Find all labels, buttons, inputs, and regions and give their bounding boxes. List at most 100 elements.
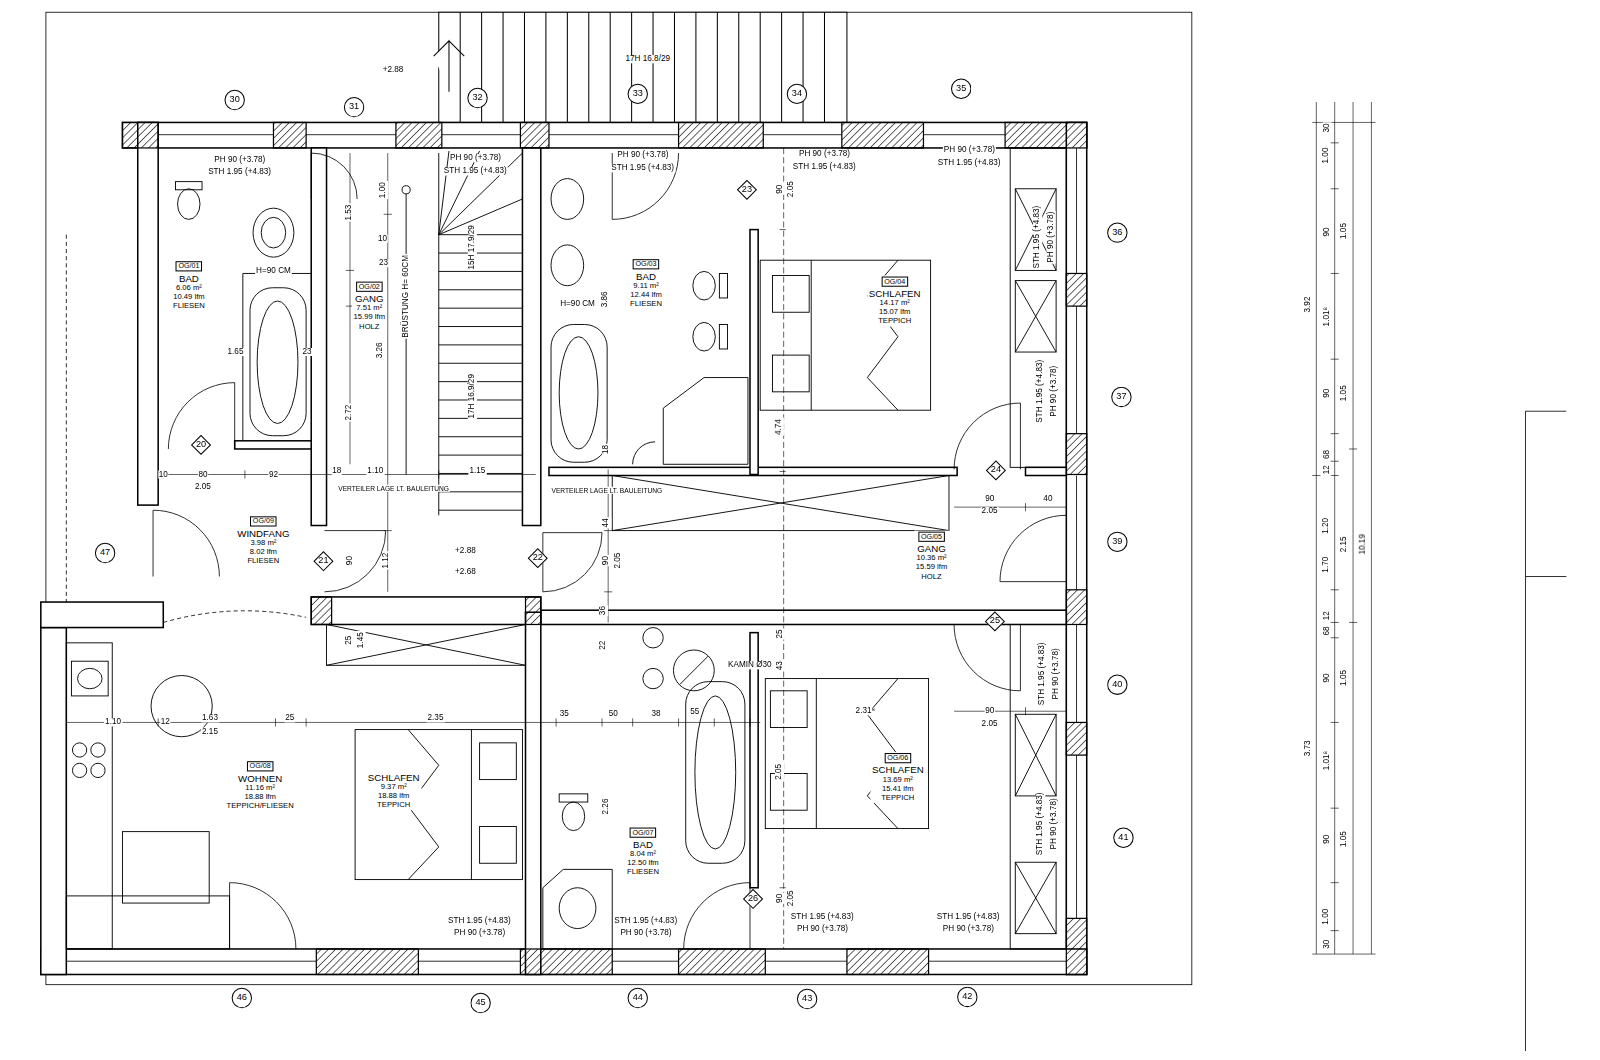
room-data: TEPPICH: [368, 801, 420, 810]
room-data: 11.16 m²: [227, 784, 294, 793]
room-label: OG/07BAD8.04 m²12.50 lfmFLIESEN: [625, 826, 661, 878]
room-code: OG/03: [632, 259, 659, 269]
dimension-label: H=90 CM: [255, 267, 292, 276]
dimension-label: 90: [984, 707, 995, 716]
dimension-label: 90: [1322, 387, 1331, 398]
dimension-label: H=90 CM: [559, 299, 596, 308]
room-data: TEPPICH: [869, 317, 921, 326]
door-number: 21: [313, 551, 333, 571]
dimension-label: 3.26: [376, 341, 385, 359]
room-data: 10.49 lfm: [173, 293, 205, 302]
room-data: 15.41 lfm: [872, 785, 924, 794]
room-data: FLIESEN: [237, 557, 289, 566]
room-label: OG/02GANG7.51 m²15.99 lfmHOLZ: [352, 280, 388, 332]
dimension-label: +2.88: [382, 66, 405, 75]
room-data: 12.50 lfm: [627, 859, 659, 868]
room-name: GANG: [916, 543, 947, 554]
dimension-label: STH 1.95 (+4.83): [936, 913, 1001, 922]
dimension-label: 1.10: [104, 718, 122, 727]
room-data: 10.36 m²: [916, 555, 947, 564]
room-data: 6.06 m²: [173, 284, 205, 293]
dimension-label: PH 90 (+3.78): [1052, 647, 1061, 700]
dimension-label: 3.86: [600, 290, 609, 308]
dimension-label: PH 90 (+3.78): [798, 149, 851, 158]
room-label: OG/04SCHLAFEN14.17 m²15.07 lfmTEPPICH: [867, 275, 923, 327]
dimension-label: 25: [775, 628, 784, 639]
dimension-label: 10.19: [1359, 533, 1368, 555]
dimension-label: PH 90 (+3.78): [449, 154, 502, 163]
dimension-label: 1.53: [345, 203, 354, 221]
dimension-label: PH 90 (+3.78): [796, 924, 849, 933]
room-data: HOLZ: [354, 322, 385, 331]
windows: [66, 135, 1076, 962]
stairs: [402, 151, 522, 515]
note-label: VERTEILER LAGE LT. BAULEITUNG: [337, 484, 450, 491]
dimension-label: 1.01⁸: [1322, 749, 1331, 770]
dimension-label: 1.63: [201, 714, 219, 723]
room-code: OG/08: [247, 761, 274, 771]
door-number: 20: [191, 435, 211, 455]
dimension-label: 23: [302, 347, 313, 356]
callout-number: 39: [1107, 532, 1127, 552]
room-name: SCHLAFEN: [368, 772, 420, 783]
dimension-label: 80: [197, 470, 208, 479]
walls: [41, 122, 1087, 974]
dimension-label: 1.05: [1340, 222, 1349, 240]
dimension-label: 50: [608, 710, 619, 719]
dimension-label: 3.92: [1303, 295, 1312, 313]
dimension-label: 22: [599, 639, 608, 650]
room-code: OG/02: [356, 281, 383, 291]
callout-number: 36: [1107, 222, 1127, 242]
dimension-label: +2.88: [454, 546, 477, 555]
room-data: 9.11 m²: [630, 282, 662, 291]
room-data: 7.51 m²: [354, 305, 385, 314]
doors: [153, 153, 1066, 949]
dimension-label: PH 90 (+3.78): [1047, 210, 1056, 263]
room-data: 18.88 lfm: [227, 793, 294, 802]
dimension-label: 4.74: [775, 417, 784, 435]
dimension-label: 90: [602, 555, 611, 566]
door-number: 22: [528, 548, 548, 568]
door-number: 23: [737, 180, 757, 200]
callout-number: 37: [1111, 387, 1131, 407]
room-data: HOLZ: [916, 572, 947, 581]
dimension-label: 1.00: [1322, 907, 1331, 925]
room-data: 18.88 lfm: [368, 792, 420, 801]
dimension-lines: [66, 102, 1375, 954]
dimension-label: 2.05: [775, 762, 784, 780]
dimension-label: 2.05: [787, 180, 796, 198]
dimension-label: 2.05: [981, 719, 999, 728]
room-data: FLIESEN: [173, 302, 205, 311]
dimension-label: 40: [1042, 494, 1053, 503]
dimension-label: 2.31⁸: [855, 707, 876, 716]
room-data: FLIESEN: [630, 300, 662, 309]
dimension-label: PH 90 (+3.78): [616, 151, 669, 160]
room-label: SCHLAFEN9.37 m²18.88 lfmTEPPICH: [366, 771, 422, 811]
dimension-label: 35: [559, 710, 570, 719]
dimension-label: 15H 17.9/29: [468, 224, 477, 271]
room-name: GANG: [354, 293, 385, 304]
room-label: OG/03BAD9.11 m²12.44 lfmFLIESEN: [628, 258, 664, 310]
dimension-label: 38: [651, 710, 662, 719]
room-data: TEPPICH/FLIESEN: [227, 802, 294, 811]
dimension-label: 17H 16.9/29: [468, 373, 477, 420]
room-data: 8.02 lfm: [237, 548, 289, 557]
room-data: 8.04 m²: [627, 850, 659, 859]
dimension-label: 1.05: [1340, 830, 1349, 848]
dimension-label: 2.35: [427, 714, 445, 723]
room-name: SCHLAFEN: [872, 765, 924, 776]
dimension-label: +2.68: [454, 568, 477, 577]
dimension-label: 1.15: [468, 467, 486, 476]
dimension-label: STH 1.95 (+4.83): [443, 167, 508, 176]
dimension-label: 10: [377, 234, 388, 243]
dimension-label: STH 1.95 (+4.83): [610, 164, 675, 173]
dimension-label: PH 90 (+3.78): [619, 928, 672, 937]
dimension-label: 17H 16.8/29: [624, 55, 671, 64]
callout-number: 43: [797, 989, 817, 1009]
dimension-label: 1.05: [1340, 384, 1349, 402]
dimension-label: STH 1.95 (+4.83): [937, 159, 1002, 168]
dimension-label: 2.05: [787, 889, 796, 907]
dimension-label: 1.05: [1340, 668, 1349, 686]
dimension-label: 1.10: [366, 467, 384, 476]
